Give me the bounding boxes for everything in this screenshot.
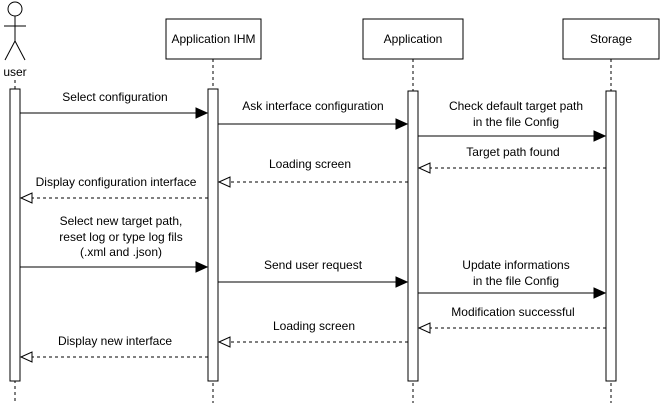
message-9: Update informations in the file Config xyxy=(418,258,607,299)
message-8: Send user request xyxy=(218,258,409,288)
filled-arrowhead-icon xyxy=(395,276,409,288)
activation-bar-app xyxy=(407,90,419,382)
message-6: Display configuration interface xyxy=(19,175,208,204)
message-label: Check default target path xyxy=(449,99,583,113)
activation-bar-storage xyxy=(605,90,617,382)
message-10: Modification successful xyxy=(417,305,606,334)
open-arrowhead-icon xyxy=(19,192,33,204)
filled-arrowhead-icon xyxy=(593,130,607,142)
message-label: Target path found xyxy=(466,145,559,159)
message-5: Loading screen xyxy=(217,157,408,188)
activation-bar-ihm xyxy=(207,88,219,382)
message-2: Ask interface configuration xyxy=(218,99,409,130)
message-7: Select new target path, reset log or type… xyxy=(20,214,209,273)
open-arrowhead-icon xyxy=(19,351,33,363)
message-label: Display new interface xyxy=(58,334,172,348)
message-3: Check default target path in the file Con… xyxy=(418,99,607,142)
message-12: Display new interface xyxy=(19,334,208,363)
message-label: in the file Config xyxy=(473,274,559,288)
participant-box-app xyxy=(362,18,464,60)
message-label: Display configuration interface xyxy=(36,175,197,189)
message-label: Update informations xyxy=(462,258,569,272)
message-label: in the file Config xyxy=(473,115,559,129)
filled-arrowhead-icon xyxy=(593,287,607,299)
activation-bar-user xyxy=(9,88,21,382)
message-label: Modification successful xyxy=(451,305,574,319)
open-arrowhead-icon xyxy=(417,322,431,334)
participant-heads: user Application IHM Application Storage xyxy=(3,1,660,79)
participant-label-user: user xyxy=(3,65,26,79)
message-4: Target path found xyxy=(417,145,606,174)
activation-bars xyxy=(9,88,617,382)
participant-box-ihm xyxy=(165,18,262,60)
filled-arrowhead-icon xyxy=(395,118,409,130)
message-label: Loading screen xyxy=(273,319,355,333)
participant-label-ihm: Application IHM xyxy=(171,32,255,46)
message-label: Loading screen xyxy=(269,157,351,171)
message-1: Select configuration xyxy=(20,90,209,119)
message-label: Ask interface configuration xyxy=(242,99,383,113)
open-arrowhead-icon xyxy=(217,176,231,188)
message-11: Loading screen xyxy=(217,319,408,348)
participant-box-storage xyxy=(562,18,660,60)
filled-arrowhead-icon xyxy=(195,107,209,119)
message-label: reset log or type log fils xyxy=(59,230,182,244)
message-label: (.xml and .json) xyxy=(80,245,162,259)
message-label: Select new target path, xyxy=(60,214,183,228)
participant-label-app: Application xyxy=(384,32,443,46)
open-arrowhead-icon xyxy=(217,336,231,348)
message-label: Send user request xyxy=(264,258,363,272)
message-label: Select configuration xyxy=(62,90,167,104)
participant-label-storage: Storage xyxy=(590,32,632,46)
filled-arrowhead-icon xyxy=(195,261,209,273)
open-arrowhead-icon xyxy=(417,162,431,174)
actor-icon xyxy=(4,1,26,61)
